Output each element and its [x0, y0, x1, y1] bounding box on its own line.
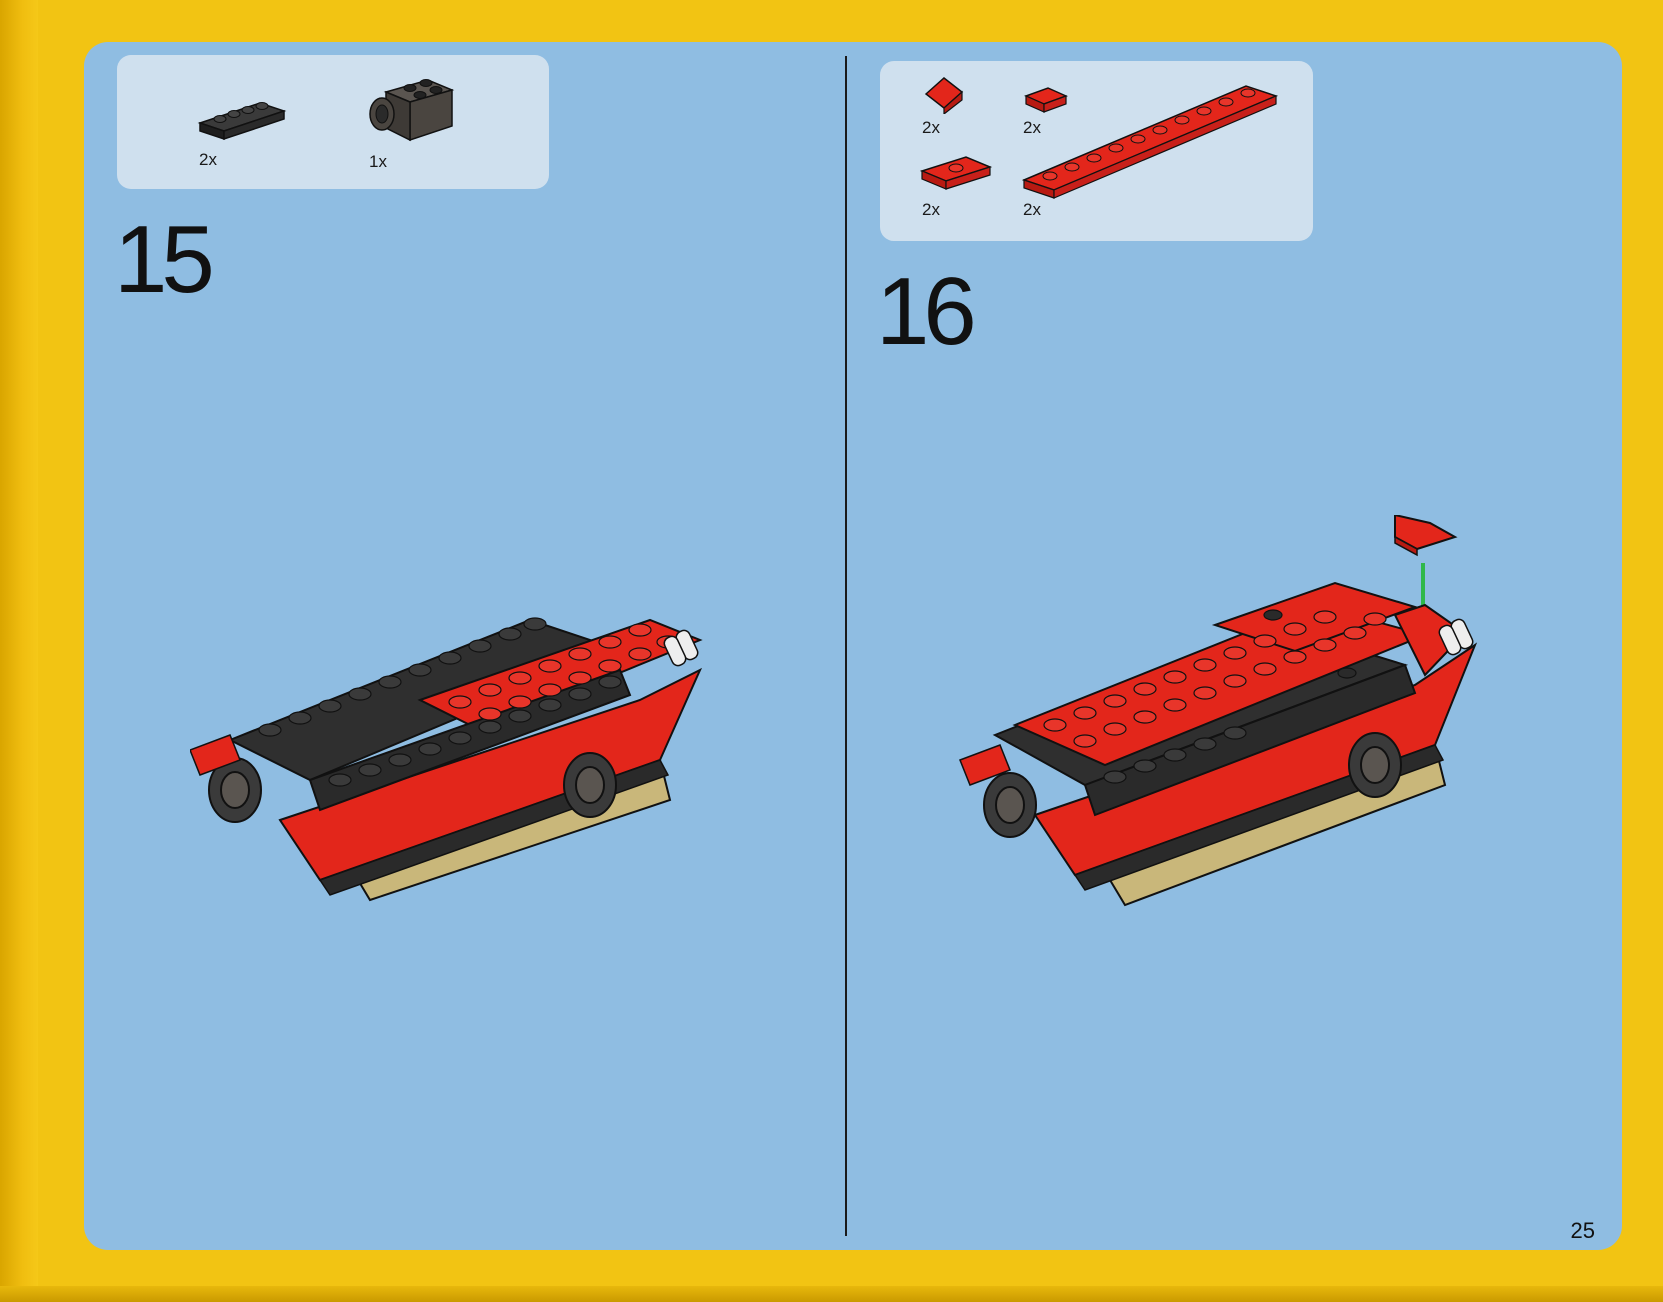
part-qty: 2x — [199, 150, 217, 169]
page-number: 25 — [1570, 1218, 1595, 1243]
step-divider — [845, 56, 847, 1236]
red-plate-1x10-icon — [1021, 85, 1279, 199]
step-15-model-illustration — [190, 617, 703, 902]
page-edge — [0, 1286, 1663, 1302]
part-qty: 1x — [369, 152, 387, 171]
part-qty: 2x — [1023, 200, 1041, 219]
book-spine — [0, 0, 38, 1302]
parts-callout-step-15 — [117, 55, 549, 189]
black-plate-1x4-icon — [197, 102, 287, 141]
red-slope-1x2-icon — [924, 77, 964, 114]
part-qty: 2x — [1023, 118, 1041, 137]
step-number-16: 16 — [876, 258, 977, 365]
step-number-15: 15 — [114, 206, 215, 313]
red-slope-piece — [1394, 515, 1458, 557]
dark-gray-technic-brick-icon — [369, 79, 455, 142]
red-jumper-plate-icon — [920, 156, 992, 190]
part-qty: 2x — [922, 118, 940, 137]
step-16-model-illustration — [959, 515, 1478, 907]
part-qty: 2x — [922, 200, 940, 219]
red-tile-1x1-icon — [1024, 87, 1068, 113]
